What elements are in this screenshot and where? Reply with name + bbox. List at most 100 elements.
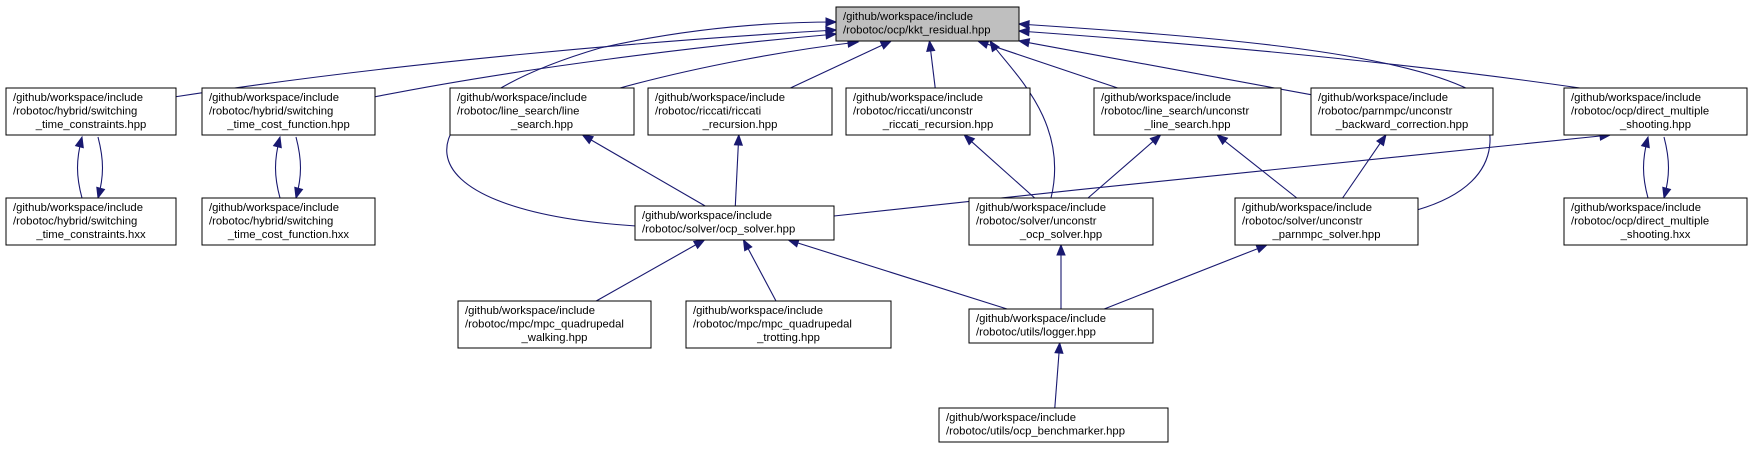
edge-log-to-upns (1103, 248, 1258, 310)
node-box[interactable] (845, 87, 1031, 136)
node-label-line: /github/workspace/include (1101, 92, 1231, 104)
arrowhead-bench-to-log (1054, 341, 1064, 354)
node-label-line: /robotoc/utils/logger.hpp (976, 327, 1096, 339)
node-box[interactable] (1234, 197, 1419, 246)
node-box[interactable] (1563, 197, 1748, 246)
edge-ocps-to-dms (833, 134, 1611, 217)
node-dmsx[interactable]: /github/workspace/include/robotoc/ocp/di… (1563, 197, 1748, 246)
node-box[interactable] (5, 197, 177, 246)
node-stcx[interactable]: /github/workspace/include/robotoc/hybrid… (5, 197, 177, 246)
node-stc[interactable]: /github/workspace/include/robotoc/hybrid… (5, 87, 177, 136)
node-label-line: _parnmpc_solver.hpp (1271, 229, 1380, 241)
node-label-line: /github/workspace/include (1571, 92, 1701, 104)
edge-uocps-to-urr (971, 141, 1036, 199)
node-box[interactable] (647, 87, 833, 136)
node-box[interactable] (634, 205, 835, 241)
node-label-line: /robotoc/riccati/unconstr (853, 106, 973, 118)
node-box[interactable] (1093, 87, 1282, 136)
node-box[interactable] (968, 308, 1154, 344)
node-ocps[interactable]: /github/workspace/include/robotoc/solver… (634, 205, 835, 241)
edges-layer (74, 17, 1672, 409)
arrowhead-urr-to-kkt (926, 39, 936, 52)
arrowhead-stcx-to-stc (74, 135, 84, 149)
node-label-line: _time_constraints.hpp (35, 119, 147, 131)
node-label-line: _riccati_recursion.hpp (882, 119, 994, 131)
arrowhead-uocps-to-kkt (989, 39, 1000, 53)
node-log[interactable]: /github/workspace/include/robotoc/utils/… (968, 308, 1154, 344)
node-label-line: /robotoc/line_search/unconstr (1101, 106, 1249, 118)
arrowhead-ocps-to-rr (733, 133, 744, 146)
arrowhead-dmsx-to-dms (1640, 135, 1650, 149)
node-rr[interactable]: /github/workspace/include/robotoc/riccat… (647, 87, 833, 136)
node-box[interactable] (938, 407, 1169, 443)
node-label-line: /github/workspace/include (843, 11, 973, 23)
arrowhead-stcf-to-stcfx (294, 186, 304, 200)
node-uocps[interactable]: /github/workspace/include/robotoc/solver… (968, 197, 1154, 246)
node-label-line: /robotoc/ocp/direct_multiple (1571, 106, 1709, 118)
node-box[interactable] (201, 197, 376, 246)
edge-mqt-to-ocps (747, 248, 777, 302)
focus-node-box[interactable] (835, 6, 1020, 42)
edge-stc-to-kkt (173, 29, 837, 98)
edge-ocps-to-ls (590, 139, 706, 207)
node-box[interactable] (1563, 87, 1748, 136)
arrowhead-ubc-to-kkt (1017, 38, 1031, 48)
node-box[interactable] (449, 87, 635, 136)
arrowhead-rr-to-kkt (879, 40, 893, 50)
node-box[interactable] (457, 300, 652, 349)
node-label-line: /robotoc/mpc/mpc_quadrupedal (693, 319, 852, 331)
node-label-line: _shooting.hpp (1619, 119, 1691, 131)
node-mqt[interactable]: /github/workspace/include/robotoc/mpc/mp… (685, 300, 892, 349)
edge-bench-to-log (1054, 352, 1060, 409)
edge-upns-to-ubc (1342, 142, 1381, 199)
arrowhead-log-to-uocps (1056, 243, 1066, 256)
node-label-line: /robotoc/line_search/line (457, 106, 579, 118)
node-label-line: /robotoc/utils/ocp_benchmarker.hpp (946, 426, 1125, 438)
node-label-line: _line_search.hpp (1143, 119, 1230, 131)
node-label-line: _time_cost_function.hpp (226, 119, 349, 131)
node-box[interactable] (1310, 87, 1494, 136)
node-box[interactable] (685, 300, 892, 349)
node-ls[interactable]: /github/workspace/include/robotoc/line_s… (449, 87, 635, 136)
node-label-line: /github/workspace/include (693, 305, 823, 317)
node-kkt[interactable]: /github/workspace/include/robotoc/ocp/kk… (835, 6, 1020, 42)
arrowhead-dms-to-kkt (1017, 26, 1030, 37)
arrowhead-dms-to-dmsx (1662, 186, 1672, 200)
edge-uls-to-kkt (987, 43, 1118, 89)
node-label-line: /github/workspace/include (976, 202, 1106, 214)
node-mqw[interactable]: /github/workspace/include/robotoc/mpc/mp… (457, 300, 652, 349)
node-label-line: _backward_correction.hpp (1335, 119, 1469, 131)
node-bench[interactable]: /github/workspace/include/robotoc/utils/… (938, 407, 1169, 443)
node-label-line: _shooting.hxx (1620, 229, 1691, 241)
node-stcfx[interactable]: /github/workspace/include/robotoc/hybrid… (201, 197, 376, 246)
node-label-line: /github/workspace/include (465, 305, 595, 317)
node-label-line: /robotoc/ocp/direct_multiple (1571, 216, 1709, 228)
node-label-line: /github/workspace/include (13, 202, 143, 214)
edge-upns-to-kkt (1018, 23, 1491, 211)
node-box[interactable] (968, 197, 1154, 246)
edge-ubc-to-kkt (1028, 42, 1312, 96)
node-dms[interactable]: /github/workspace/include/robotoc/ocp/di… (1563, 87, 1748, 136)
node-label-line: /github/workspace/include (457, 92, 587, 104)
node-label-line: /robotoc/hybrid/switching (209, 106, 333, 118)
node-label-line: /github/workspace/include (209, 202, 339, 214)
node-uls[interactable]: /github/workspace/include/robotoc/line_s… (1093, 87, 1282, 136)
arrowhead-log-to-upns (1255, 244, 1269, 254)
node-ubc[interactable]: /github/workspace/include/robotoc/parnmp… (1310, 87, 1494, 136)
node-label-line: /robotoc/solver/unconstr (976, 216, 1097, 228)
node-stcf[interactable]: /github/workspace/include/robotoc/hybrid… (201, 87, 376, 136)
node-label-line: /github/workspace/include (13, 92, 143, 104)
arrowhead-upns-to-uls (1216, 134, 1229, 146)
edge-upns-to-uls (1224, 140, 1298, 199)
edge-ls-to-kkt (619, 41, 859, 89)
node-urr[interactable]: /github/workspace/include/robotoc/riccat… (845, 87, 1031, 136)
node-label-line: /robotoc/ocp/kkt_residual.hpp (843, 25, 991, 37)
node-box[interactable] (5, 87, 177, 136)
node-upns[interactable]: /github/workspace/include/robotoc/solver… (1234, 197, 1419, 246)
node-label-line: /github/workspace/include (853, 92, 983, 104)
node-label-line: /github/workspace/include (1318, 92, 1448, 104)
node-label-line: /github/workspace/include (976, 313, 1106, 325)
edge-ocps-to-rr (734, 144, 739, 207)
arrowhead-stcf-to-kkt (825, 30, 838, 40)
node-box[interactable] (201, 87, 376, 136)
